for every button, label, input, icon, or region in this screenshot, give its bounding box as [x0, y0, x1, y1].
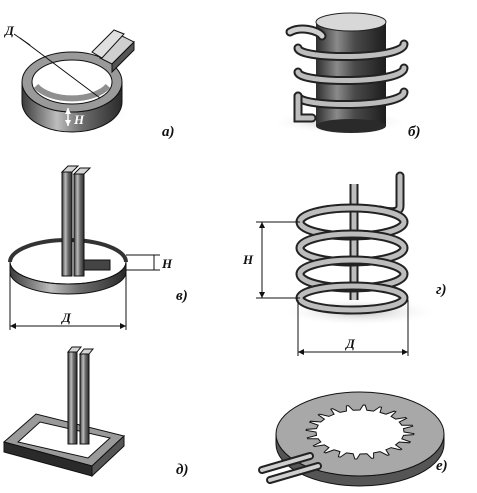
dim-diameter-label: Д	[4, 23, 15, 38]
dim-diameter-label: Д	[61, 310, 72, 325]
panel-label-e: е)	[436, 458, 448, 474]
dim-diameter-label: Д	[345, 336, 356, 351]
core-cylinder	[316, 22, 386, 126]
panel-label-a: а)	[162, 124, 175, 140]
coil-lead	[287, 26, 325, 39]
dim-height-label: H	[242, 252, 254, 267]
diameter-line	[19, 37, 101, 99]
vertical-post	[61, 171, 73, 277]
panel-d: д)	[2, 346, 188, 478]
panel-v: H Д в)	[8, 165, 188, 330]
toothed-hole	[305, 404, 415, 460]
panel-e: е)	[258, 391, 448, 487]
panel-label-d: д)	[176, 462, 188, 478]
panel-label-b: б)	[408, 124, 420, 140]
vertical-post	[73, 173, 85, 277]
panel-g: H Д г)	[242, 171, 447, 356]
core-top	[315, 12, 387, 32]
panel-label-g: г)	[436, 282, 447, 298]
coil-turns	[295, 203, 409, 315]
panel-b: б)	[270, 12, 420, 140]
terminal-lead	[260, 454, 312, 472]
panel-label-v: в)	[176, 288, 188, 304]
panel-a: Д H а)	[4, 23, 175, 140]
dim-height-label: H	[73, 112, 85, 127]
dim-height-label: H	[161, 256, 173, 271]
vertical-post	[79, 353, 90, 445]
vertical-post	[67, 351, 78, 445]
